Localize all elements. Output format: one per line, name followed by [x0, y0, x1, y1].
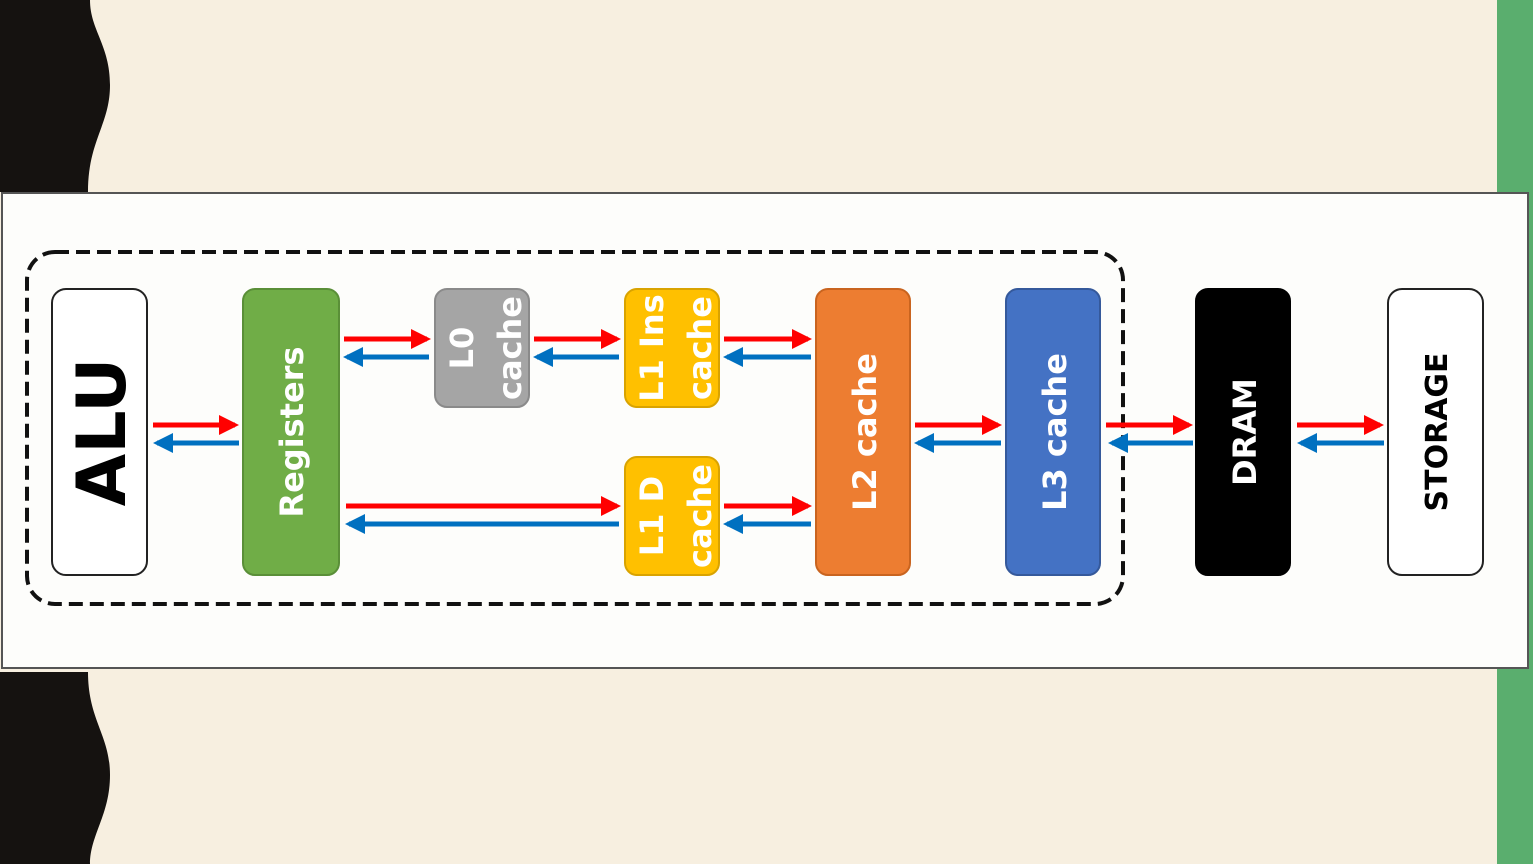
- arrows: [153, 329, 1384, 534]
- memory-hierarchy-panel: ALU Registers L0 cache L1 Ins cache L1 D…: [1, 192, 1529, 669]
- l3-cache-block: L3 cache: [1005, 288, 1101, 576]
- dram-block: DRAM: [1195, 288, 1291, 576]
- l0-cache-label-line1: L0: [443, 327, 481, 370]
- l2-cache-label: L2 cache: [846, 353, 884, 511]
- l1-ins-cache-label-line2: cache: [681, 296, 719, 400]
- l1-d-cache-label-line1: L1 D: [633, 476, 671, 556]
- dram-label: DRAM: [1226, 378, 1264, 486]
- l0-cache-block: L0 cache: [434, 288, 530, 408]
- l0-cache-label-line2: cache: [491, 296, 529, 400]
- l1-ins-cache-block: L1 Ins cache: [624, 288, 720, 408]
- l1-d-cache-label-line2: cache: [681, 464, 719, 568]
- cpu-boundary: [25, 250, 1125, 606]
- l1-ins-cache-label-line1: L1 Ins: [633, 294, 671, 402]
- registers-label: Registers: [273, 346, 311, 517]
- storage-block: STORAGE: [1387, 288, 1484, 576]
- l3-cache-label: L3 cache: [1036, 353, 1074, 511]
- alu-block: ALU: [51, 288, 148, 576]
- l2-cache-block: L2 cache: [815, 288, 911, 576]
- storage-label: STORAGE: [1420, 352, 1455, 511]
- memory-hierarchy-diagram: ALU Registers L0 cache L1 Ins cache L1 D…: [25, 250, 1484, 606]
- decorative-wavy-edge: [0, 0, 110, 864]
- l1-d-cache-block: L1 D cache: [624, 456, 720, 576]
- alu-label: ALU: [63, 358, 142, 507]
- registers-block: Registers: [242, 288, 340, 576]
